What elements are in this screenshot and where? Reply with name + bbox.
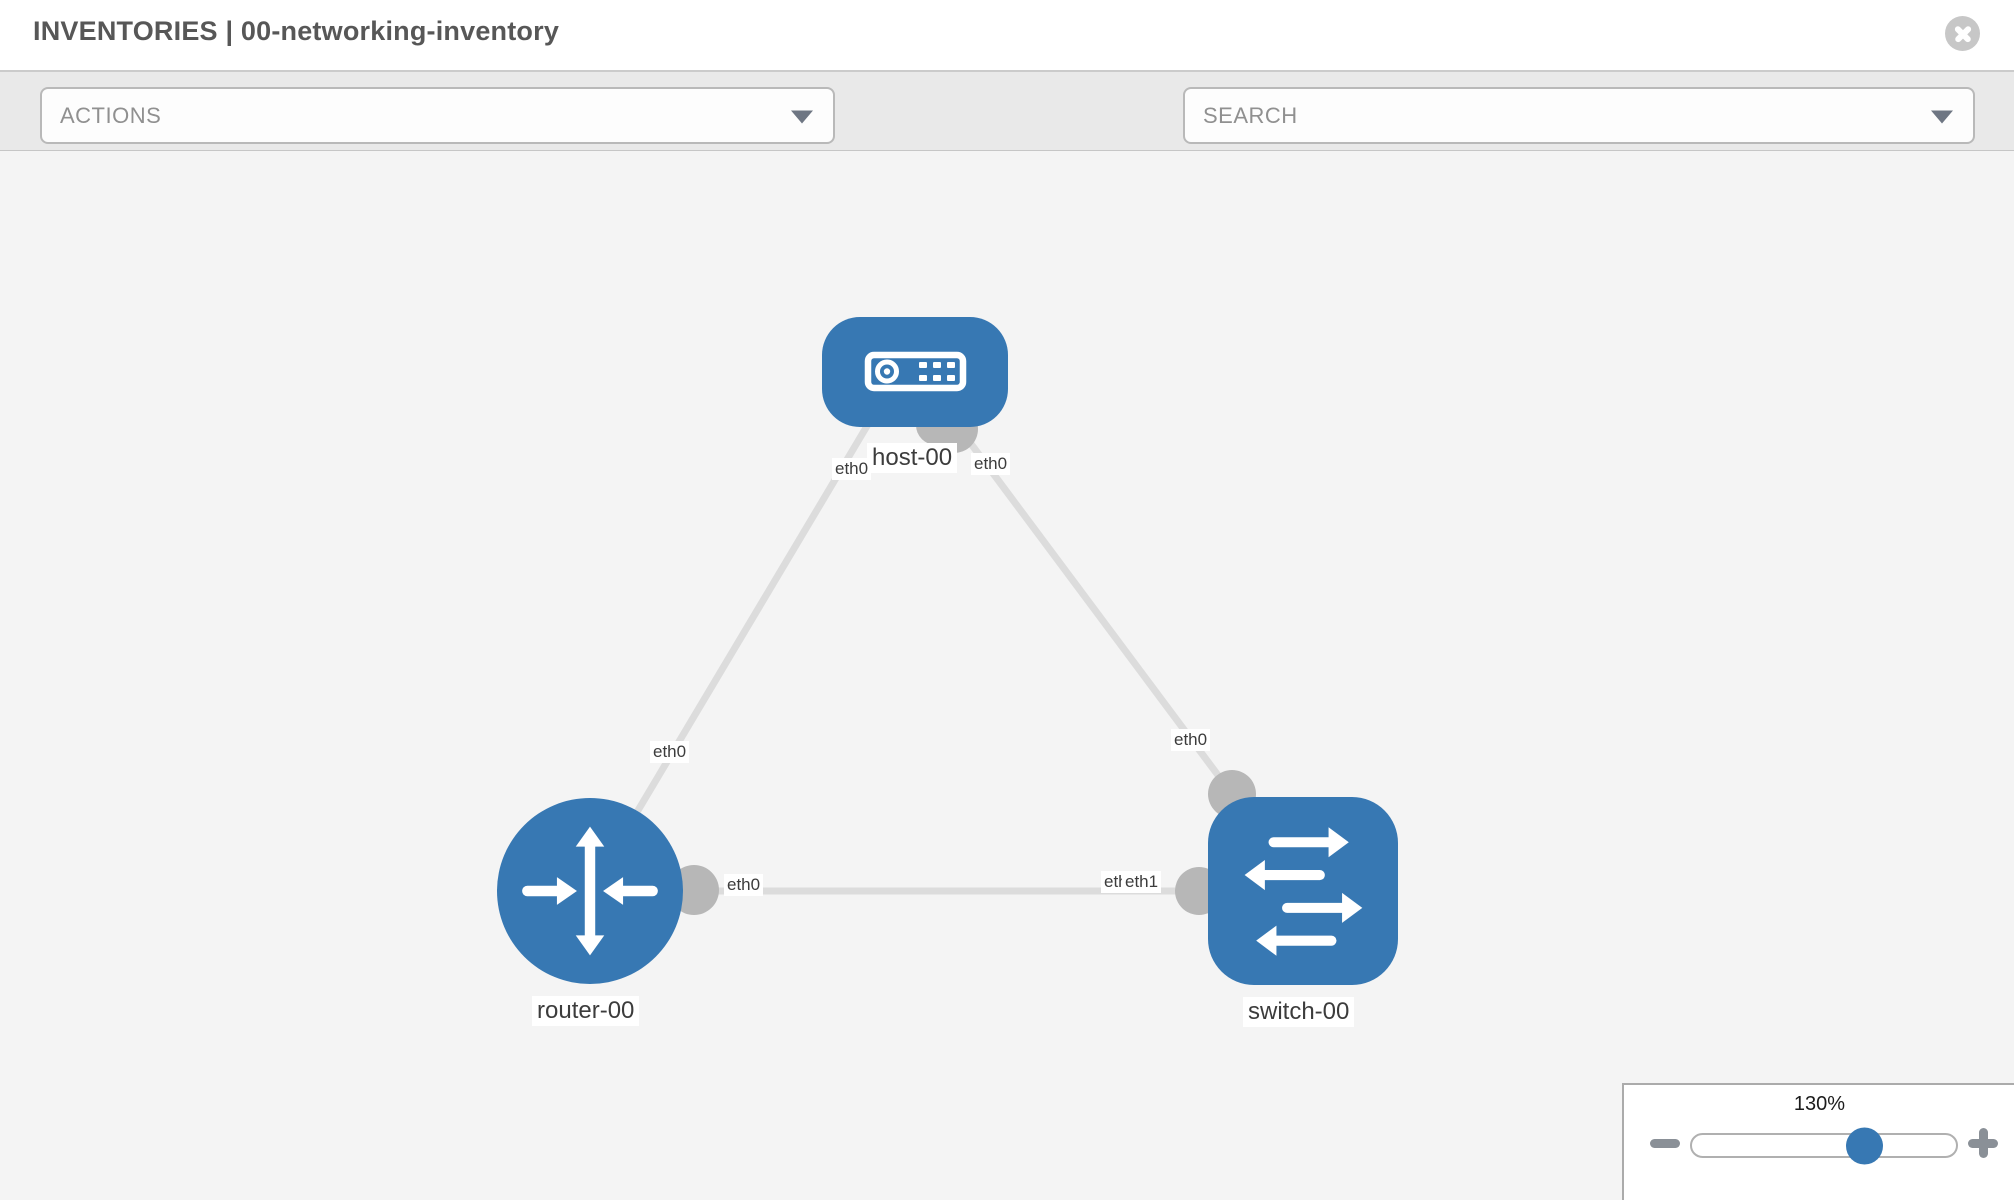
search-dropdown-label: SEARCH [1203, 102, 1298, 128]
node-label-host: host-00 [867, 443, 958, 473]
actions-dropdown[interactable]: ACTIONS [40, 87, 835, 144]
node-router-00[interactable] [497, 798, 683, 984]
topology-canvas[interactable]: host-00 router-00 switch-00 eth0 eth0 et… [0, 151, 2014, 1200]
node-label-switch: switch-00 [1243, 997, 1355, 1027]
router-arrows-icon [522, 826, 658, 956]
iface-label-switch-eth0-top: eth0 [1171, 729, 1211, 751]
header-bar: INVENTORIES | 00-networking-inventory [0, 0, 2014, 70]
switch-arrows-icon [1244, 827, 1363, 956]
zoom-slider[interactable] [1690, 1127, 1958, 1164]
iface-label-router-eth0-top: eth0 [650, 741, 690, 763]
actions-dropdown-label: ACTIONS [60, 102, 162, 128]
node-host-00[interactable] [822, 317, 1008, 427]
zoom-out-icon[interactable] [1650, 1139, 1680, 1148]
zoom-widget: 130% [1622, 1083, 2014, 1200]
search-dropdown[interactable]: SEARCH [1183, 87, 1975, 144]
iface-label-switch-eth1-left: eth1 [1122, 871, 1162, 893]
zoom-level-value: 130% [1793, 1093, 1846, 1115]
iface-label-host-eth0-right: eth0 [971, 453, 1011, 475]
page-title: INVENTORIES | 00-networking-inventory [33, 16, 560, 46]
chevron-down-icon [1931, 110, 1953, 124]
link-lines [586, 418, 1306, 895]
close-icon[interactable] [1945, 16, 1980, 51]
zoom-in-icon[interactable] [1968, 1128, 1998, 1158]
iface-label-switch-overlap: eth0 eth1 [1101, 871, 1171, 895]
node-label-router: router-00 [532, 996, 640, 1026]
toolbar: ACTIONS SEARCH [0, 70, 2014, 200]
interface-ports [669, 405, 1256, 915]
zoom-slider-thumb[interactable] [1846, 1127, 1883, 1164]
server-icon [864, 351, 967, 392]
iface-label-router-eth0-right: eth0 [724, 874, 764, 896]
node-switch-00[interactable] [1208, 797, 1398, 985]
chevron-down-icon [791, 110, 813, 124]
iface-label-host-eth0-left: eth0 [832, 458, 872, 480]
